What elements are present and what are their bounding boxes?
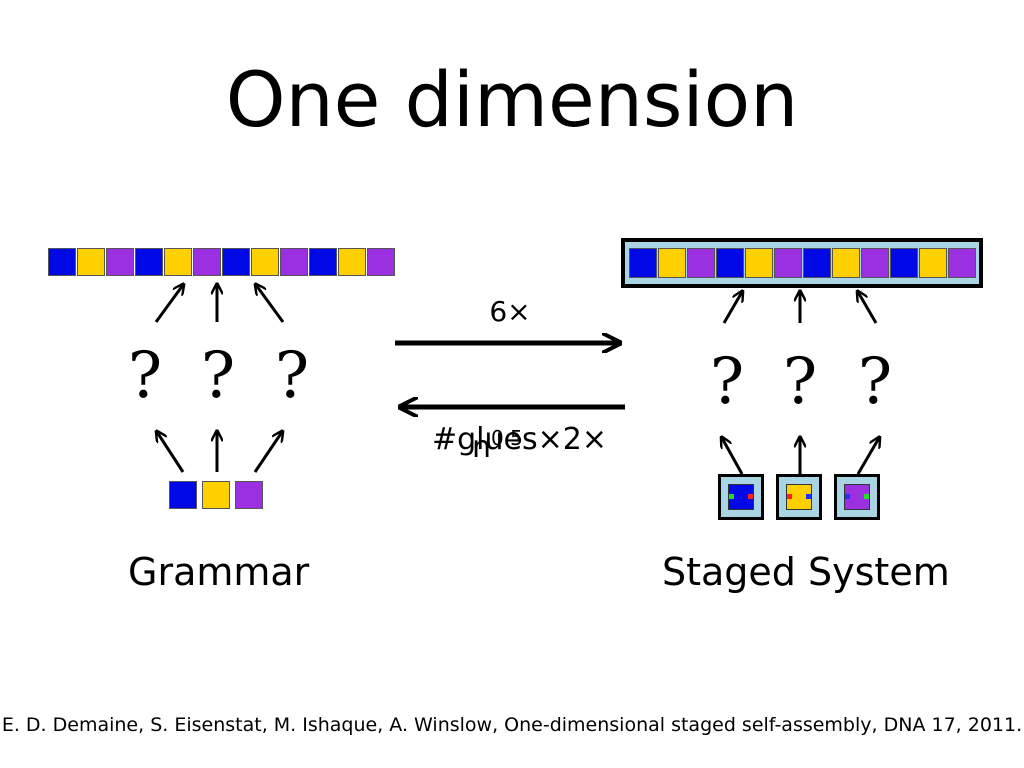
grammar-unknown-2: ? <box>200 339 236 413</box>
grammar-strip-tile <box>106 248 134 276</box>
forward-factor: 6× <box>489 295 531 328</box>
backward-factor-overlay: n0.5 <box>472 418 523 468</box>
staged-strip-tile <box>860 248 889 278</box>
staged-unknown-2: ? <box>782 345 818 419</box>
backward-factor-exponent: 0.5 <box>491 426 523 450</box>
left-glue-mark <box>845 494 850 499</box>
grammar-arrow-up-1 <box>154 285 183 323</box>
staged-unknown-3: ? <box>857 345 893 419</box>
staged-system-label: Staged System <box>662 550 950 594</box>
staged-arrow-low-3 <box>856 438 879 475</box>
left-glue-mark <box>787 494 792 499</box>
grammar-strip-tile <box>338 248 366 276</box>
staged-base-tile <box>834 474 880 520</box>
staged-strip-tile <box>657 248 686 278</box>
grammar-strip-tile <box>280 248 308 276</box>
staged-base-tile <box>776 474 822 520</box>
staged-strip-tile <box>889 248 918 278</box>
staged-strip-tile <box>831 248 860 278</box>
grammar-base-tile <box>202 481 230 509</box>
backward-factor-suffix: ×2× <box>537 422 607 457</box>
grammar-base-tile <box>169 481 197 509</box>
backward-factor-base: #glues <box>432 422 538 457</box>
grammar-arrow-low-3 <box>253 432 282 473</box>
staged-strip-tile <box>628 248 657 278</box>
staged-unknown-1: ? <box>709 345 745 419</box>
right-glue-mark <box>864 494 869 499</box>
citation: E. D. Demaine, S. Eisenstat, M. Ishaque,… <box>1 714 1023 736</box>
grammar-arrow-up-3 <box>256 285 285 323</box>
left-glue-mark <box>729 494 734 499</box>
backward-factor: #glues n0.5 ×2× <box>432 420 607 465</box>
grammar-arrow-low-1 <box>157 432 185 473</box>
grammar-strip-tile <box>251 248 279 276</box>
grammar-strip-tile <box>193 248 221 276</box>
grammar-strip-tile <box>48 248 76 276</box>
grammar-unknown-1: ? <box>127 339 163 413</box>
staged-strip-tile <box>773 248 802 278</box>
grammar-base-tile <box>235 481 263 509</box>
staged-arrow-up-3 <box>858 292 878 324</box>
grammar-strip-tile <box>367 248 395 276</box>
page-title: One dimension <box>225 55 799 144</box>
grammar-strip-tile <box>309 248 337 276</box>
right-glue-mark <box>748 494 753 499</box>
staged-output-strip <box>621 238 983 288</box>
staged-strip-tile <box>715 248 744 278</box>
grammar-base-tiles <box>169 481 263 509</box>
staged-base-tile <box>718 474 764 520</box>
staged-arrow-low-1 <box>722 438 744 475</box>
right-glue-mark <box>806 494 811 499</box>
grammar-label: Grammar <box>128 550 310 594</box>
grammar-strip-tile <box>135 248 163 276</box>
grammar-strip-tile <box>164 248 192 276</box>
staged-strip-tile <box>918 248 947 278</box>
grammar-unknown-3: ? <box>274 339 310 413</box>
backward-factor-n: n <box>472 430 492 465</box>
staged-strip-tile <box>802 248 831 278</box>
staged-strip-tile <box>947 248 976 278</box>
grammar-strip-tile <box>77 248 105 276</box>
grammar-output-strip <box>48 248 395 276</box>
staged-strip-tile <box>744 248 773 278</box>
grammar-strip-tile <box>222 248 250 276</box>
staged-arrow-up-1 <box>722 292 742 324</box>
staged-strip-tile <box>686 248 715 278</box>
